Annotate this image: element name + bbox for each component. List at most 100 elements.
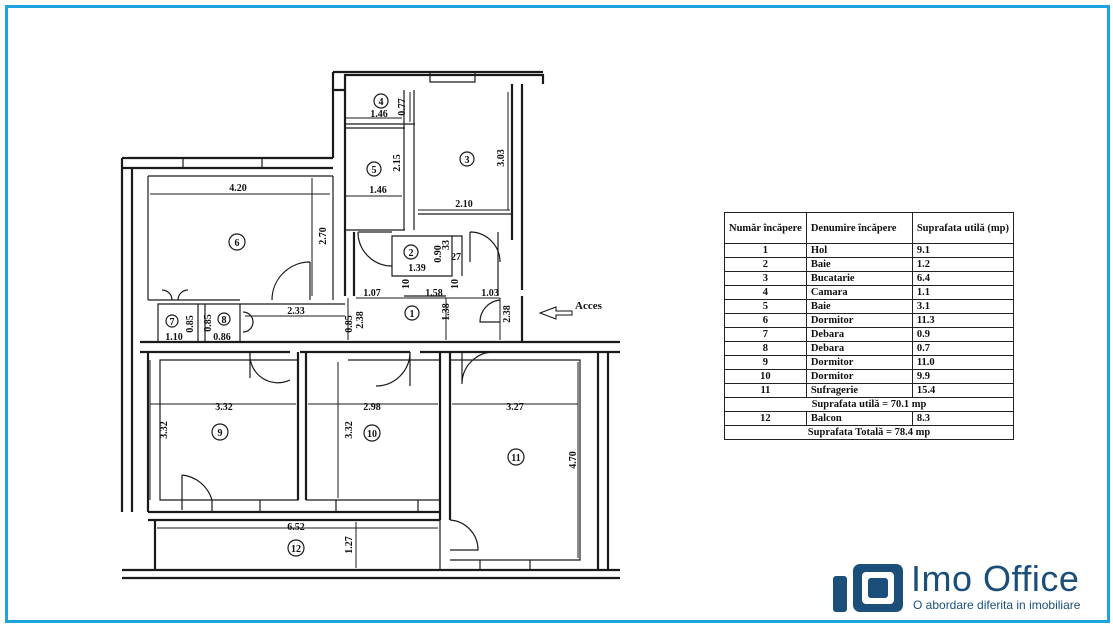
svg-text:0.90: 0.90 xyxy=(433,245,444,263)
svg-text:12: 12 xyxy=(291,544,301,555)
svg-text:4.70: 4.70 xyxy=(568,451,579,469)
cell-num: 3 xyxy=(724,271,807,286)
svg-text:7: 7 xyxy=(170,317,175,328)
cell-name: Camara xyxy=(805,285,913,300)
svg-text:3: 3 xyxy=(465,155,470,166)
svg-text:6: 6 xyxy=(235,238,240,249)
svg-text:0.85: 0.85 xyxy=(203,314,214,332)
svg-text:3.03: 3.03 xyxy=(496,149,507,167)
entrance-marker: Acces xyxy=(538,300,603,320)
cell-num: 8 xyxy=(724,341,807,356)
svg-text:1.38: 1.38 xyxy=(441,303,452,321)
svg-text:1: 1 xyxy=(410,309,415,320)
svg-text:11: 11 xyxy=(511,453,520,464)
grand-total: Suprafata Totală = 78.4 mp xyxy=(724,425,1014,440)
svg-text:1.46: 1.46 xyxy=(370,109,388,120)
brand-tagline: O abordare diferita in imobiliare xyxy=(913,598,1081,612)
cell-area: 11.0 xyxy=(911,355,1015,370)
svg-text:9: 9 xyxy=(218,428,223,439)
room-9-label: 9 xyxy=(211,423,229,441)
cell-num: 2 xyxy=(724,257,807,272)
svg-text:0.86: 0.86 xyxy=(213,332,231,343)
plan-walls xyxy=(120,70,620,580)
header-area: Suprafata utilă (mp) xyxy=(911,212,1015,244)
cell-name: Bucatarie xyxy=(805,271,913,286)
useful-total: Suprafata utilă = 70.1 mp xyxy=(724,397,1014,412)
svg-text:3.32: 3.32 xyxy=(344,421,355,439)
svg-text:3.27: 3.27 xyxy=(506,402,524,413)
cell-num: 1 xyxy=(724,243,807,258)
cell-area: 15.4 xyxy=(911,383,1015,398)
cell-area: 3.1 xyxy=(911,299,1015,314)
cell-num: 7 xyxy=(724,327,807,342)
table-header: Număr încăpere Denumire încăpere Suprafa… xyxy=(724,212,1015,244)
cell-name: Debara xyxy=(805,341,913,356)
cell-name: Sufragerie xyxy=(805,383,913,398)
svg-text:5: 5 xyxy=(372,165,377,176)
svg-text:2.10: 2.10 xyxy=(455,199,473,210)
svg-text:2.15: 2.15 xyxy=(392,154,403,172)
svg-text:2.38: 2.38 xyxy=(355,311,366,329)
svg-text:4: 4 xyxy=(379,97,384,108)
svg-text:1.27: 1.27 xyxy=(344,536,355,554)
svg-text:27: 27 xyxy=(451,252,461,263)
svg-text:0.77: 0.77 xyxy=(397,98,408,116)
svg-text:0.85: 0.85 xyxy=(344,315,355,333)
cell-area: 0.7 xyxy=(911,341,1015,356)
svg-text:10: 10 xyxy=(367,429,377,440)
cell-area: 11.3 xyxy=(911,313,1015,328)
cell-num: 10 xyxy=(724,369,807,384)
svg-text:2.70: 2.70 xyxy=(318,227,329,245)
svg-text:1.03: 1.03 xyxy=(481,288,499,299)
cell-area: 6.4 xyxy=(911,271,1015,286)
room-6-label: 6 xyxy=(228,233,246,251)
arrow-left-icon xyxy=(538,306,573,320)
cell-name: Dormitor xyxy=(805,313,913,328)
room-10-label: 10 xyxy=(363,424,381,442)
room-5-label: 5 xyxy=(366,161,382,177)
svg-text:6.52: 6.52 xyxy=(287,522,305,533)
svg-text:Acces: Acces xyxy=(575,300,603,312)
brand-logo: Imo Office O abordare diferita in imobil… xyxy=(833,558,1105,616)
room-12-label: 12 xyxy=(287,539,305,557)
balcony-name: Balcon xyxy=(805,411,913,426)
svg-text:3.32: 3.32 xyxy=(159,421,170,439)
room-7-label: 7 xyxy=(165,314,179,328)
cell-num: 9 xyxy=(724,355,807,370)
svg-text:10: 10 xyxy=(450,279,461,289)
door-swings xyxy=(161,231,501,551)
header-num: Număr încăpere xyxy=(724,212,807,244)
svg-text:10: 10 xyxy=(401,279,412,289)
svg-text:33: 33 xyxy=(441,240,452,250)
cell-name: Baie xyxy=(805,299,913,314)
header-name: Denumire încăpere xyxy=(805,212,913,244)
cell-num: 4 xyxy=(724,285,807,300)
balcony-area: 8.3 xyxy=(911,411,1015,426)
svg-text:1.58: 1.58 xyxy=(425,288,443,299)
dimension-lines xyxy=(149,92,579,568)
svg-text:2: 2 xyxy=(409,248,414,259)
dimension-texts: 1.46 0.77 1.46 2.15 3.03 2.10 4.20 2.70 … xyxy=(159,98,579,554)
room-2-label: 2 xyxy=(403,244,419,260)
cell-name: Hol xyxy=(805,243,913,258)
svg-text:1.39: 1.39 xyxy=(408,263,426,274)
cell-name: Debara xyxy=(805,327,913,342)
cell-name: Dormitor xyxy=(805,355,913,370)
svg-text:2.33: 2.33 xyxy=(287,306,305,317)
svg-text:1.46: 1.46 xyxy=(369,185,387,196)
svg-text:1.07: 1.07 xyxy=(363,288,381,299)
svg-text:4.20: 4.20 xyxy=(229,183,247,194)
svg-text:8: 8 xyxy=(222,315,227,326)
brand-name: Imo Office xyxy=(911,558,1080,599)
svg-text:2.98: 2.98 xyxy=(363,402,381,413)
room-labels: 4 5 3 6 2 1 7 8 9 10 11 12 xyxy=(165,93,525,557)
svg-text:2.38: 2.38 xyxy=(502,305,513,323)
